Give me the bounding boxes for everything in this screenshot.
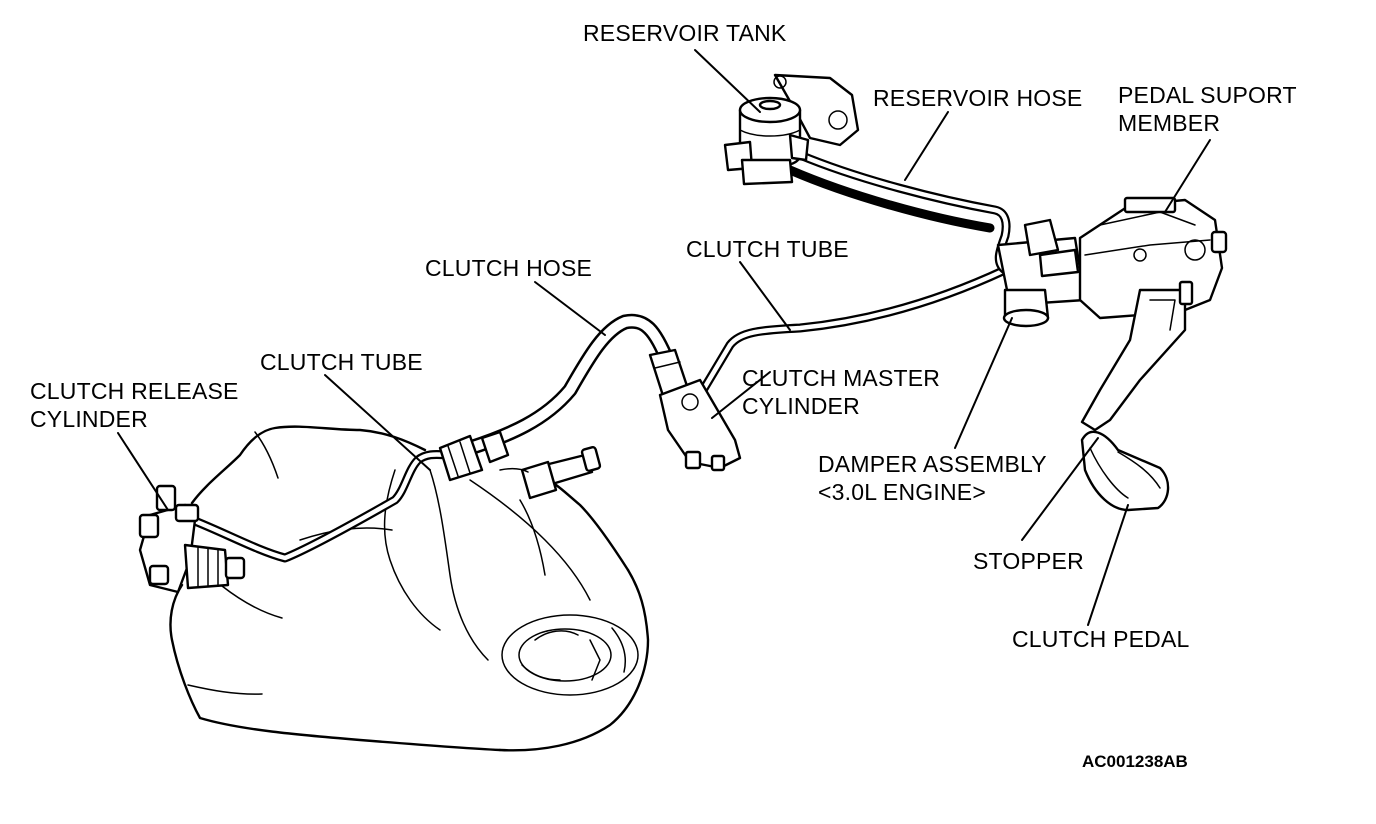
clutch-release-cylinder-drawing	[138, 484, 246, 594]
label-clutch-release-cylinder-line1: CLUTCH RELEASE	[30, 378, 239, 404]
label-damper-assembly-line1: DAMPER ASSEMBLY	[818, 451, 1047, 477]
label-clutch-tube-lower: CLUTCH TUBE	[260, 349, 423, 375]
label-damper-assembly-line2: <3.0L ENGINE>	[818, 479, 986, 505]
reservoir-tank-drawing	[723, 73, 860, 186]
label-clutch-release-cylinder-line2: CYLINDER	[30, 406, 148, 432]
leader-lines	[117, 49, 1211, 626]
pedal-assembly-drawing	[1078, 196, 1228, 512]
fluid-lines	[177, 150, 1011, 563]
label-clutch-master-cylinder-line1: CLUTCH MASTER	[742, 365, 941, 391]
label-clutch-tube-upper: CLUTCH TUBE	[686, 236, 849, 262]
label-stopper: STOPPER	[973, 548, 1084, 574]
clutch-master-cylinder-drawing	[996, 218, 1087, 328]
label-pedal-support-member-line2: MEMBER	[1118, 110, 1221, 136]
label-reservoir-tank: RESERVOIR TANK	[583, 20, 787, 46]
figure-code: AC001238AB	[1082, 752, 1188, 771]
hose-fittings	[438, 348, 742, 482]
label-reservoir-hose: RESERVOIR HOSE	[873, 85, 1083, 111]
label-clutch-pedal: CLUTCH PEDAL	[1012, 626, 1190, 652]
transaxle-housing	[169, 425, 650, 752]
label-clutch-master-cylinder-line2: CYLINDER	[742, 393, 860, 419]
label-pedal-support-member-line1: PEDAL SUPORT	[1118, 82, 1297, 108]
label-clutch-hose: CLUTCH HOSE	[425, 255, 593, 281]
